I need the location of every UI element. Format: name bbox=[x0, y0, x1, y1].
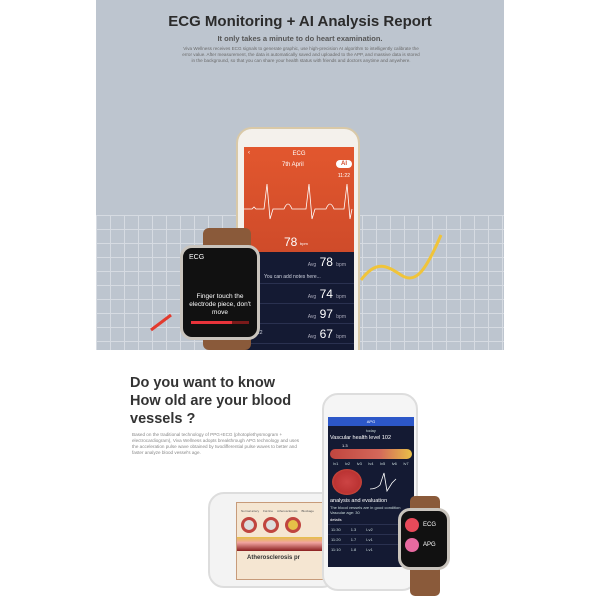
level-label: lv4 bbox=[368, 461, 374, 466]
apg-header: APG bbox=[328, 417, 414, 426]
avg-label: Avg bbox=[307, 262, 317, 268]
watch-header: ECG bbox=[189, 254, 205, 261]
heart-icon bbox=[405, 518, 419, 532]
table-cell: Lv1 bbox=[366, 547, 373, 552]
avg-label: Avg bbox=[307, 294, 317, 300]
section2-body: Based on the traditional technology of P… bbox=[132, 432, 300, 455]
list-item[interactable]: Avg 97 bpm bbox=[244, 304, 354, 324]
label: Blockage bbox=[301, 509, 314, 513]
table-cell: 11:10 bbox=[331, 547, 341, 552]
unit: bpm bbox=[336, 314, 346, 320]
vessel-cross-sections bbox=[237, 513, 335, 537]
table-cell: 1.7 bbox=[350, 537, 357, 542]
table-row[interactable]: 11:30 1.3 Lv2 bbox=[328, 524, 414, 534]
level-scale: lv1 lv2 lv3 lv4 lv5 lv6 lv7 bbox=[328, 460, 414, 467]
table-cell: 1.8 bbox=[350, 547, 357, 552]
artery-wall bbox=[237, 537, 335, 551]
decorative-waves bbox=[150, 234, 443, 332]
ecg-option[interactable]: ECG bbox=[423, 522, 437, 528]
vessel-bar bbox=[330, 449, 412, 459]
list-item[interactable]: Avg 74 bpm bbox=[244, 284, 354, 304]
level-marker: 1.3 bbox=[342, 443, 348, 448]
bpm-value: 78 bbox=[284, 235, 298, 249]
ecg-section: ECG Monitoring + AI Analysis Report It o… bbox=[96, 0, 504, 350]
level-label: Vascular health level bbox=[330, 435, 381, 441]
time-label: 11:22 bbox=[337, 173, 350, 179]
unit: bpm bbox=[336, 294, 346, 300]
avg-label: Avg bbox=[307, 314, 317, 320]
apg-option[interactable]: APG bbox=[423, 542, 436, 548]
vessel-icon bbox=[332, 469, 362, 495]
section-subtitle: It only takes a minute to do heart exami… bbox=[217, 34, 383, 43]
analysis-title: analysis and evaluation bbox=[330, 498, 388, 504]
avg-value: 97 bbox=[319, 307, 333, 321]
table-cell: 11:30 bbox=[331, 527, 341, 532]
back-icon[interactable]: ‹ bbox=[248, 150, 250, 156]
table-cell: 1.3 bbox=[350, 527, 357, 532]
table-cell: Lv1 bbox=[366, 537, 373, 542]
table-row[interactable]: 11:10 1.8 Lv1 bbox=[328, 544, 414, 554]
ecg-header-panel: ‹ ECG 7th April AI 11:22 78 bpm bbox=[244, 147, 354, 252]
vascular-age: Vascular age: 30 bbox=[330, 510, 360, 515]
date-label[interactable]: today bbox=[366, 428, 376, 433]
avg-value: 67 bbox=[319, 327, 333, 341]
section-body: Viva Wellness receives ECG signals to ge… bbox=[182, 46, 420, 63]
phone-screen: APG today Vascular health level 102 1.3 … bbox=[328, 417, 414, 567]
ai-button[interactable]: AI bbox=[336, 160, 352, 168]
list-item[interactable]: 09:12Avg 67 bpm bbox=[244, 324, 354, 344]
section2-title: Do you want to know How old are your blo… bbox=[130, 375, 292, 427]
table-cell: Lv2 bbox=[366, 527, 373, 532]
table-row[interactable]: 11:20 1.7 Lv1 bbox=[328, 534, 414, 544]
level-label: lv6 bbox=[391, 461, 397, 466]
label: Atherosclerosis bbox=[277, 509, 298, 513]
level-label: lv3 bbox=[356, 461, 362, 466]
list-item[interactable]: You can add notes here... Avg 78 bpm bbox=[244, 252, 354, 284]
level-value: 102 bbox=[381, 435, 392, 441]
ecg-header: ECG bbox=[292, 151, 306, 157]
avg-label: Avg bbox=[307, 334, 317, 340]
watch-apg: ECG APG bbox=[398, 508, 450, 570]
ecg-waveform bbox=[244, 183, 353, 220]
level-label: lv7 bbox=[403, 461, 409, 466]
unit: bpm bbox=[336, 334, 346, 340]
watch-message: Finger touch the electrode piece, don't … bbox=[189, 293, 251, 316]
unit: bpm bbox=[336, 262, 346, 268]
table-cell: 11:20 bbox=[331, 537, 341, 542]
avg-value: 74 bbox=[319, 287, 333, 301]
phone-ecg: ‹ ECG 7th April AI 11:22 78 bpm You can … bbox=[236, 127, 360, 350]
tablet-caption: Atherosclerosis pr bbox=[247, 555, 301, 561]
level-label: lv2 bbox=[344, 461, 351, 466]
avg-value: 78 bbox=[319, 255, 333, 269]
bpm-unit: bpm bbox=[300, 241, 308, 246]
section-title: ECG Monitoring + AI Analysis Report bbox=[168, 13, 432, 30]
date-label[interactable]: 7th April bbox=[282, 162, 304, 168]
analysis-text: The blood vessels are in good condition bbox=[330, 505, 401, 510]
notes-text[interactable]: You can add notes here... bbox=[264, 274, 321, 280]
progress-bar bbox=[191, 321, 249, 324]
apg-icon bbox=[405, 538, 419, 552]
level-label: lv1 bbox=[333, 461, 339, 466]
label: Normal artery bbox=[241, 509, 260, 513]
watch-ecg: ECG Finger touch the electrode piece, do… bbox=[180, 245, 260, 340]
details-title: details bbox=[330, 517, 342, 522]
pulse-wave-icon bbox=[369, 472, 397, 493]
phone-screen: ‹ ECG 7th April AI 11:22 78 bpm You can … bbox=[244, 147, 354, 350]
label: Fat line bbox=[263, 509, 274, 513]
level-label: lv5 bbox=[380, 461, 386, 466]
